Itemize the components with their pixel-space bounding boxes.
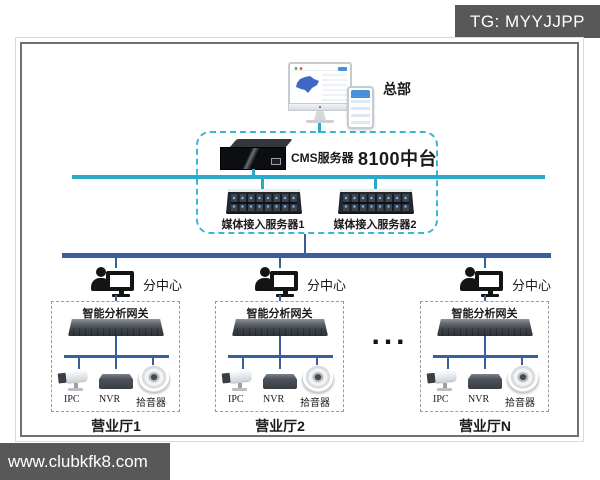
hall-label: 营业厅N	[458, 418, 512, 434]
ipc-camera-icon	[426, 368, 464, 394]
monitor-icon	[106, 271, 136, 299]
connector-line	[279, 295, 281, 301]
more-branches-ellipsis: ...	[371, 318, 409, 351]
branch-center-label: 分中心	[307, 278, 347, 293]
teal-network-bus	[72, 175, 545, 179]
ipc-camera-icon	[221, 368, 259, 394]
pickup-label: 拾音器	[300, 398, 330, 409]
nvr-icon	[263, 374, 297, 389]
window-dots-icon	[292, 66, 348, 71]
cms-server-label: CMS服务器	[291, 151, 354, 165]
tg-watermark: TG: MYYJJPP	[455, 5, 600, 38]
gateway-server-icon	[232, 319, 328, 336]
connector-line	[115, 336, 117, 355]
site-watermark-text: www.clubkfk8.com	[8, 451, 148, 471]
cms-server-icon	[220, 139, 293, 170]
branch-dashed-box: 智能分析网关 IPC NVR 拾音器	[420, 301, 549, 412]
phone-list	[351, 100, 370, 126]
branch-hall-2: 分中心 智能分析网关 IPC NVR 拾音器 营业厅2	[215, 257, 347, 434]
gateway-label: 智能分析网关	[451, 308, 518, 320]
connector-line	[152, 358, 154, 369]
pickup-label: 拾音器	[505, 398, 535, 409]
branch-center-label: 分中心	[143, 278, 183, 293]
connector-line	[279, 358, 281, 369]
ipc-camera-icon	[57, 368, 95, 394]
connector-line	[242, 358, 244, 369]
media-server-2-icon	[338, 189, 414, 214]
connector-line	[374, 179, 377, 190]
branch-hall-n: 分中心 智能分析网关 IPC NVR 拾音器 营业厅N	[420, 257, 552, 434]
audio-pickup-icon	[138, 365, 170, 392]
hall-label: 营业厅1	[91, 418, 141, 434]
connector-line	[261, 179, 264, 190]
branch-center-label: 分中心	[512, 278, 552, 293]
connector-line	[304, 234, 306, 254]
ipc-label: IPC	[64, 394, 80, 405]
gateway-label: 智能分析网关	[82, 308, 149, 320]
monitor-stand	[314, 111, 326, 120]
mobile-phone-icon	[347, 86, 374, 129]
platform-dashed-box	[196, 131, 438, 234]
connector-line	[484, 295, 486, 301]
branch-dashed-box: 智能分析网关 IPC NVR 拾音器	[215, 301, 344, 412]
connector-line	[78, 358, 80, 369]
connector-line	[115, 295, 117, 301]
nvr-icon	[99, 374, 133, 389]
tg-watermark-text: TG: MYYJJPP	[469, 11, 586, 31]
gateway-server-icon	[68, 319, 164, 336]
connector-line	[279, 336, 281, 355]
connector-line	[521, 358, 523, 369]
nvr-label: NVR	[99, 394, 121, 405]
media-server-2-label: 媒体接入服务器2	[333, 219, 417, 231]
site-watermark: www.clubkfk8.com	[0, 443, 170, 480]
gateway-server-icon	[437, 319, 533, 336]
connector-line	[447, 358, 449, 369]
media-server-1-label: 媒体接入服务器1	[221, 219, 305, 231]
gateway-label: 智能分析网关	[246, 308, 313, 320]
nvr-label: NVR	[263, 394, 285, 405]
ipc-label: IPC	[228, 394, 244, 405]
hq-dashboard-ui	[292, 66, 348, 102]
connector-line	[318, 123, 321, 133]
dashboard-table-icon	[322, 74, 347, 102]
connector-line	[115, 358, 117, 369]
dashboard-button-icon	[338, 67, 347, 71]
branch-bus-line	[64, 355, 169, 358]
branch-bus-line	[228, 355, 333, 358]
headquarters-label: 总部	[383, 81, 411, 97]
monitor-icon	[475, 271, 505, 299]
phone-header	[351, 90, 370, 98]
connector-line	[484, 336, 486, 355]
media-server-1-icon	[226, 189, 302, 214]
platform-name-label: 8100中台	[358, 149, 438, 169]
branch-dashed-box: 智能分析网关 IPC NVR 拾音器	[51, 301, 180, 412]
monitor-chin	[288, 104, 352, 111]
hall-label: 营业厅2	[255, 418, 305, 434]
audio-pickup-icon	[302, 365, 334, 392]
branch-bus-line	[433, 355, 538, 358]
ipc-label: IPC	[433, 394, 449, 405]
monitor-base	[306, 120, 334, 123]
connector-line	[316, 358, 318, 369]
connector-line	[252, 169, 255, 176]
connector-line	[279, 257, 281, 268]
nvr-label: NVR	[468, 394, 490, 405]
monitor-icon	[270, 271, 300, 299]
blue-network-bus	[62, 253, 551, 258]
nvr-icon	[468, 374, 502, 389]
audio-pickup-icon	[507, 365, 539, 392]
connector-line	[115, 257, 117, 268]
connector-line	[484, 257, 486, 268]
china-map-icon	[296, 76, 319, 93]
connector-line	[484, 358, 486, 369]
branch-hall-1: 分中心 智能分析网关 IPC NVR 拾音器 营业厅1	[51, 257, 183, 434]
hq-monitor-icon	[288, 62, 352, 104]
pickup-label: 拾音器	[136, 398, 166, 409]
